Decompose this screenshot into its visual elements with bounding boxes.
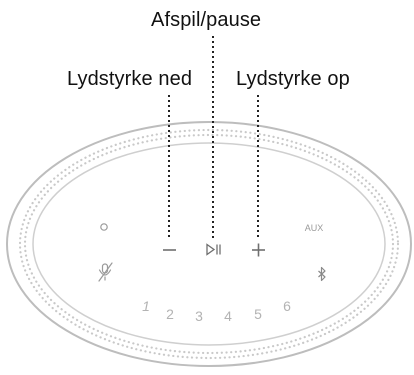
aux-label: AUX (305, 223, 324, 233)
preset-1[interactable]: 1 (142, 298, 150, 314)
grille-dots-inner (23, 133, 395, 355)
volume-up-icon[interactable] (252, 243, 265, 257)
play-pause-icon[interactable] (206, 243, 221, 256)
action-icon[interactable] (100, 223, 108, 231)
bluetooth-icon[interactable] (318, 266, 326, 282)
mic-off-icon[interactable] (98, 262, 113, 282)
grille-dots-outer (18, 128, 400, 360)
preset-3[interactable]: 3 (195, 308, 203, 324)
preset-6[interactable]: 6 (283, 298, 291, 314)
preset-4[interactable]: 4 (224, 308, 232, 324)
touch-panel-outline (32, 142, 386, 346)
volume-down-callout: Lydstyrke ned (67, 68, 193, 90)
preset-5[interactable]: 5 (254, 306, 262, 322)
preset-2[interactable]: 2 (166, 306, 174, 322)
speaker-outline (6, 121, 412, 367)
volume-up-callout: Lydstyrke op (236, 68, 350, 90)
play-pause-callout: Afspil/pause (151, 9, 262, 31)
